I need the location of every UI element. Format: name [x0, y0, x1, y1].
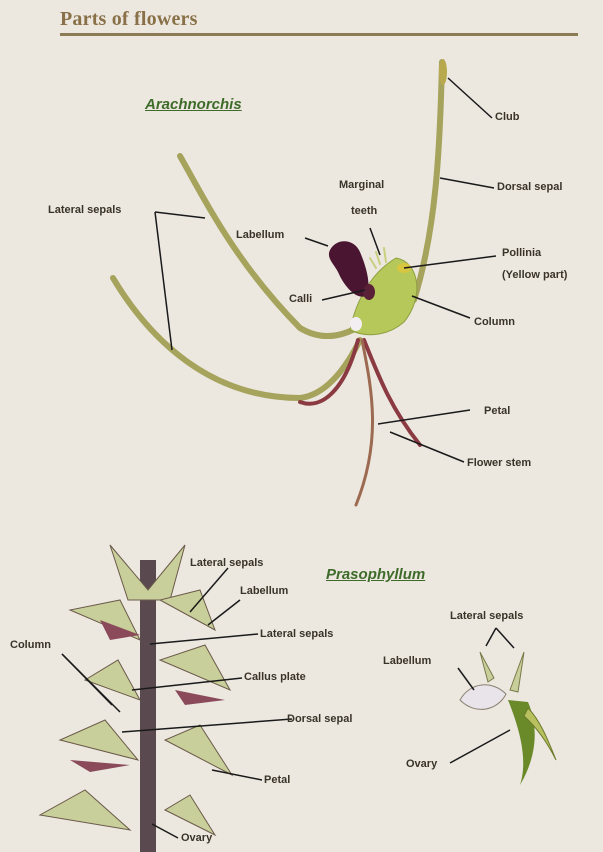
single-lateral-sepal-1	[480, 652, 494, 682]
label-spike-dorsal-sepal: Dorsal sepal	[287, 710, 352, 728]
label-spike-column: Column	[10, 636, 51, 654]
single-lateral-sepal-2	[510, 652, 524, 692]
label-pollinia: Pollinia	[502, 244, 541, 262]
label-yellow-part: (Yellow part)	[502, 266, 567, 284]
pointer-labellum	[305, 238, 328, 246]
label-teeth: teeth	[351, 202, 377, 220]
spike-sepal-tint-2	[175, 690, 225, 705]
prasophyllum-heading: Prasophyllum	[326, 566, 425, 583]
pointer-lateral-sepals-lower	[155, 212, 172, 350]
spike-flower-6	[60, 720, 138, 760]
club-shape	[439, 59, 447, 85]
label-marginal: Marginal	[339, 176, 384, 194]
label-spike-callus-plate: Callus plate	[244, 668, 306, 686]
label-lateral-sepals: Lateral sepals	[48, 201, 121, 219]
pointer-column	[412, 296, 470, 318]
pointer-pollinia	[404, 256, 496, 268]
pointer-club	[448, 78, 492, 118]
label-single-labellum: Labellum	[383, 652, 431, 670]
calli-shape	[363, 284, 375, 300]
pointer-dorsal-sepal	[440, 178, 494, 188]
spike-stem-shape	[140, 560, 156, 852]
flower-base-shape	[350, 317, 362, 331]
pointer-marginal-teeth	[370, 228, 380, 255]
pointer-single-lateral-sepals-2	[496, 628, 514, 648]
label-labellum: Labellum	[236, 226, 284, 244]
label-spike-labellum: Labellum	[240, 582, 288, 600]
labellum-shape	[329, 241, 369, 296]
label-spike-petal: Petal	[264, 771, 290, 789]
pointer-single-labellum	[458, 668, 474, 690]
label-single-lateral-sepals: Lateral sepals	[450, 607, 523, 625]
prasophyllum-spike-illustration	[40, 545, 232, 852]
pointer-spike-lateral-sepals-top	[190, 568, 228, 612]
spike-flower-7	[165, 725, 232, 775]
label-spike-lateral-sepals-mid: Lateral sepals	[260, 625, 333, 643]
label-single-ovary: Ovary	[406, 755, 437, 773]
pointer-spike-petal	[212, 770, 262, 780]
flower-stem-shape	[356, 340, 373, 505]
single-labellum-shape	[460, 685, 506, 710]
pointer-spike-lateral-sepals-mid	[150, 634, 258, 644]
label-spike-lateral-sepals-top: Lateral sepals	[190, 554, 263, 572]
pointer-single-ovary	[450, 730, 510, 763]
label-column: Column	[474, 313, 515, 331]
label-spike-ovary: Ovary	[181, 829, 212, 847]
pointer-petal	[378, 410, 470, 424]
label-calli: Calli	[289, 290, 312, 308]
pointer-flower-stem	[390, 432, 464, 462]
spike-sepal-tint-3	[70, 760, 130, 772]
label-dorsal-sepal: Dorsal sepal	[497, 178, 562, 196]
arachnorchis-heading: Arachnorchis	[145, 96, 242, 113]
label-petal: Petal	[484, 402, 510, 420]
spike-flower-4	[85, 660, 140, 700]
label-club: Club	[495, 108, 519, 126]
prasophyllum-flower-illustration	[460, 652, 556, 785]
spike-flower-8	[40, 790, 130, 830]
pointer-single-lateral-sepals-1	[486, 628, 496, 646]
pointer-lateral-sepals-upper	[155, 212, 205, 218]
pointer-spike-labellum	[208, 600, 240, 625]
arachnorchis-pointers	[155, 78, 496, 462]
label-flower-stem: Flower stem	[467, 454, 531, 472]
